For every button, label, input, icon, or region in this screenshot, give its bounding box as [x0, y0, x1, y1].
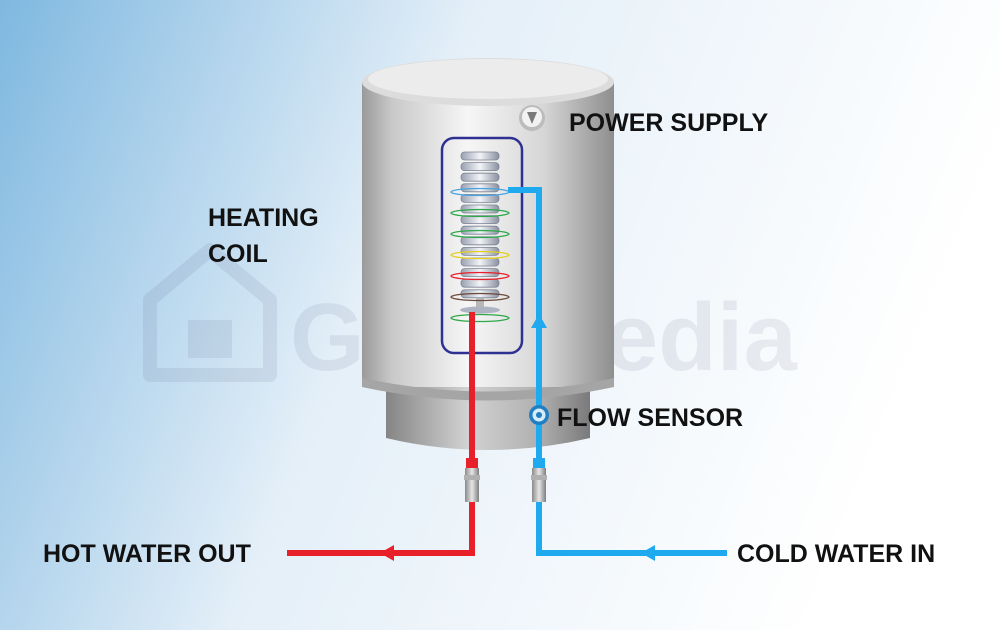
coil-plate	[460, 215, 500, 225]
coil-plate	[460, 193, 500, 203]
coil-plate	[460, 172, 500, 182]
heating-coil-element	[450, 151, 510, 323]
coil-plate	[460, 278, 500, 288]
cold-flow-arrow-icon	[641, 545, 655, 561]
flow-sensor-icon	[529, 405, 549, 425]
heating-coil-frame	[440, 136, 524, 355]
hot-water-out-label: HOT WATER OUT	[43, 540, 251, 568]
cold-up-arrow-icon	[531, 314, 547, 328]
coil-ring	[450, 313, 510, 323]
cold-pipe-fitting	[531, 458, 547, 502]
cold-water-in-label: COLD WATER IN	[737, 540, 935, 568]
hot-flow-arrow-icon	[380, 545, 394, 561]
coil-plate	[460, 257, 500, 267]
cold-water-pipe	[508, 187, 727, 561]
power-supply-label: POWER SUPPLY	[569, 109, 768, 137]
coil-plate	[460, 236, 500, 246]
coil-ring	[450, 208, 510, 218]
heating-coil-label-line2: COIL	[208, 240, 268, 268]
hot-water-pipe	[287, 312, 475, 561]
coil-ring	[450, 271, 510, 281]
coil-plate	[460, 162, 500, 172]
coil-ring	[450, 292, 510, 302]
power-supply-knob-icon	[519, 105, 545, 131]
tank-top-highlight	[368, 59, 608, 99]
flow-sensor-label: FLOW SENSOR	[557, 404, 743, 432]
coil-ring	[450, 250, 510, 260]
coil-plate	[460, 183, 500, 193]
tank-bottom-rim	[362, 378, 614, 401]
hot-pipe-fitting	[464, 458, 480, 502]
coil-ring	[450, 229, 510, 239]
heating-coil-label-line1: HEATING	[208, 204, 319, 232]
house-icon	[143, 243, 277, 382]
coil-plate	[460, 151, 500, 161]
